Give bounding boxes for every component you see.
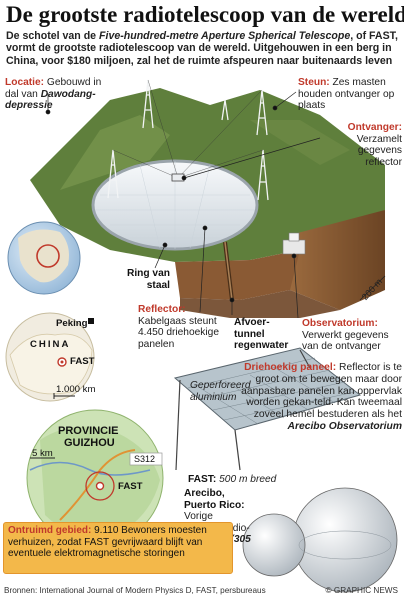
page-title: De grootste radiotelescoop van de wereld	[6, 2, 404, 27]
map-label-fast: FAST	[70, 356, 95, 367]
map-label-guizhou: GUIZHOU	[64, 437, 115, 449]
label-geperforeerd: Geperforeerd aluminium	[190, 380, 251, 403]
evacuation-zone	[85, 471, 115, 501]
panel-illustration	[173, 347, 362, 471]
support-cables	[112, 79, 264, 179]
map-label-peking: Peking	[56, 318, 88, 329]
label-ring: Ring van staal	[126, 268, 170, 291]
observatory-building	[282, 232, 306, 255]
evacuation-box: Ontruimd gebied: 9.110 Bewoners moesten …	[3, 522, 233, 574]
province-map	[26, 409, 164, 547]
map-label-scale-5km: 5 km	[32, 448, 53, 459]
label-fast: FAST: 500 m breed	[188, 474, 277, 485]
label-steun: Steun: Zes masten houden ontvanger op pl…	[298, 77, 395, 112]
scale-bar-200m	[359, 275, 386, 301]
copyright: © GRAPHIC NEWS	[325, 586, 398, 595]
peking-marker	[88, 318, 94, 324]
label-ontvanger: Ontvanger:Verzamelt gegevens reflector	[347, 122, 402, 168]
china-map	[5, 312, 95, 402]
leader-lines	[45, 91, 321, 319]
map-label-fast-2: FAST	[118, 481, 143, 492]
dish-comparison	[242, 487, 398, 593]
map-label-provincie: PROVINCIE	[58, 425, 119, 437]
panel-description: Driehoekig paneel: Reflector is te groot…	[241, 362, 402, 432]
label-observatorium: Observatorium: Verwerkt gegevens van de …	[302, 318, 389, 353]
source-credit: Bronnen: International Journal of Modern…	[4, 586, 266, 595]
map-label-scale-1000km: 1.000 km	[56, 384, 96, 395]
intro-text: De schotel van de Five-hundred-metre Ape…	[6, 30, 398, 67]
label-reflector: Reflector: Kabelgaas steunt 4.450 drieho…	[138, 304, 219, 350]
label-locatie: Locatie: Gebouwd in dal van Dawodang-dep…	[5, 77, 102, 112]
label-afvoer: Afvoer-tunnel regenwater	[234, 317, 289, 352]
road-s312	[59, 449, 136, 521]
globe-map	[7, 221, 81, 295]
dish	[91, 159, 259, 251]
map-label-china: CHINA	[30, 339, 71, 350]
map-label-road: S312	[134, 454, 156, 464]
